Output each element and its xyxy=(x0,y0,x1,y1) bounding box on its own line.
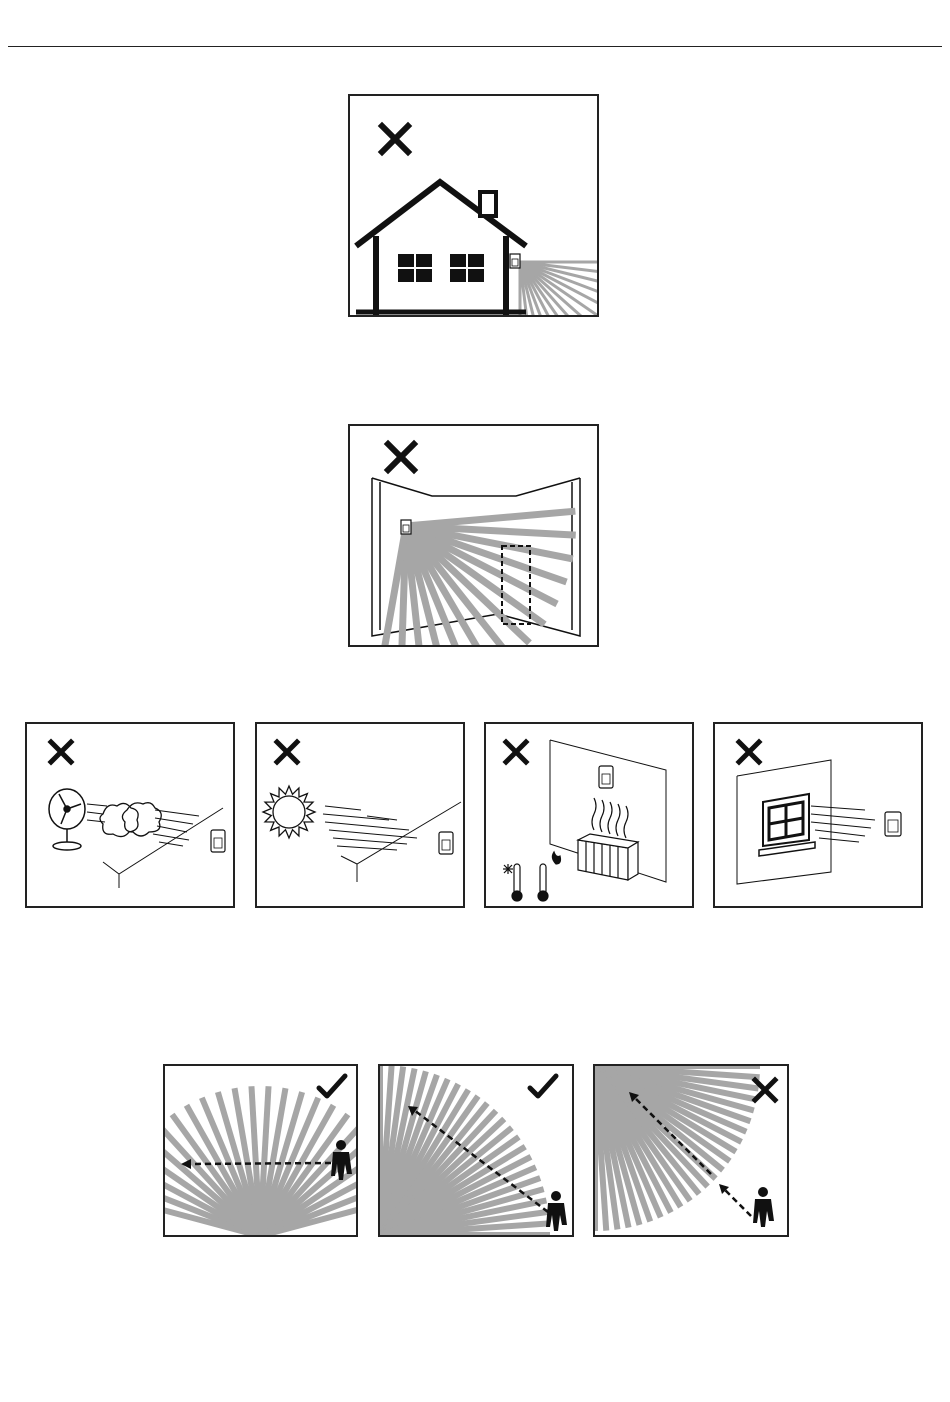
walk-path-arrow xyxy=(189,1163,331,1164)
motion-detector-icon xyxy=(401,520,411,534)
motion-detector-icon xyxy=(211,830,225,852)
sun-disc xyxy=(273,796,305,828)
panel-room-obstruction xyxy=(348,424,599,647)
cross-icon xyxy=(277,742,297,762)
detector-beams xyxy=(380,1066,550,1235)
draft-streaks xyxy=(811,806,875,842)
panel-walk-toward-detector xyxy=(593,1064,789,1237)
house-illustration xyxy=(350,96,597,315)
airflow-cloud xyxy=(100,803,161,837)
panel-walk-crossing-corner xyxy=(378,1064,574,1237)
motion-detector-icon xyxy=(885,812,901,836)
house-chimney xyxy=(480,192,496,216)
fan-icon xyxy=(49,789,85,850)
cross-icon xyxy=(51,742,71,762)
intruder-figure xyxy=(331,1140,352,1180)
walk-center-illustration xyxy=(165,1066,356,1235)
room-illustration xyxy=(350,426,597,645)
cross-icon xyxy=(382,126,408,152)
intruder-figure xyxy=(546,1191,567,1231)
detector-beams xyxy=(520,262,597,315)
detector-beams xyxy=(165,1086,356,1235)
motion-detector-icon xyxy=(510,254,520,268)
check-icon xyxy=(319,1076,345,1096)
window-illustration xyxy=(715,724,921,906)
walk-toward-illustration xyxy=(595,1066,787,1235)
house-roof xyxy=(356,182,526,246)
window-frame xyxy=(759,794,815,856)
detector-beams xyxy=(595,1066,760,1231)
header-rule xyxy=(8,46,942,47)
sunlight-streaks xyxy=(323,806,417,850)
room-corner xyxy=(103,808,223,888)
panel-heater xyxy=(484,722,694,908)
walk-corner-illustration xyxy=(380,1066,572,1235)
cross-icon xyxy=(388,444,414,470)
sun-icon xyxy=(263,786,315,838)
fan-illustration xyxy=(27,724,233,906)
panel-house-outdoor xyxy=(348,94,599,317)
check-icon xyxy=(530,1076,556,1096)
hot-thermometer-icon xyxy=(538,852,561,901)
detector-beam xyxy=(406,511,575,526)
panel-walk-crossing-center xyxy=(163,1064,358,1237)
motion-detector-icon xyxy=(439,832,453,854)
sun-illustration xyxy=(257,724,463,906)
heat-waves xyxy=(592,798,628,838)
panel-sunlight xyxy=(255,722,465,908)
cross-icon xyxy=(739,742,759,762)
cross-icon xyxy=(506,742,526,762)
cold-thermometer-icon xyxy=(503,864,522,901)
panel-window-draft xyxy=(713,722,923,908)
motion-detector-icon xyxy=(599,766,613,788)
panel-fan-airflow xyxy=(25,722,235,908)
heater-illustration xyxy=(486,724,692,906)
intruder-figure xyxy=(753,1187,774,1227)
air-streaks xyxy=(87,804,199,846)
heater-radiator xyxy=(578,834,638,880)
